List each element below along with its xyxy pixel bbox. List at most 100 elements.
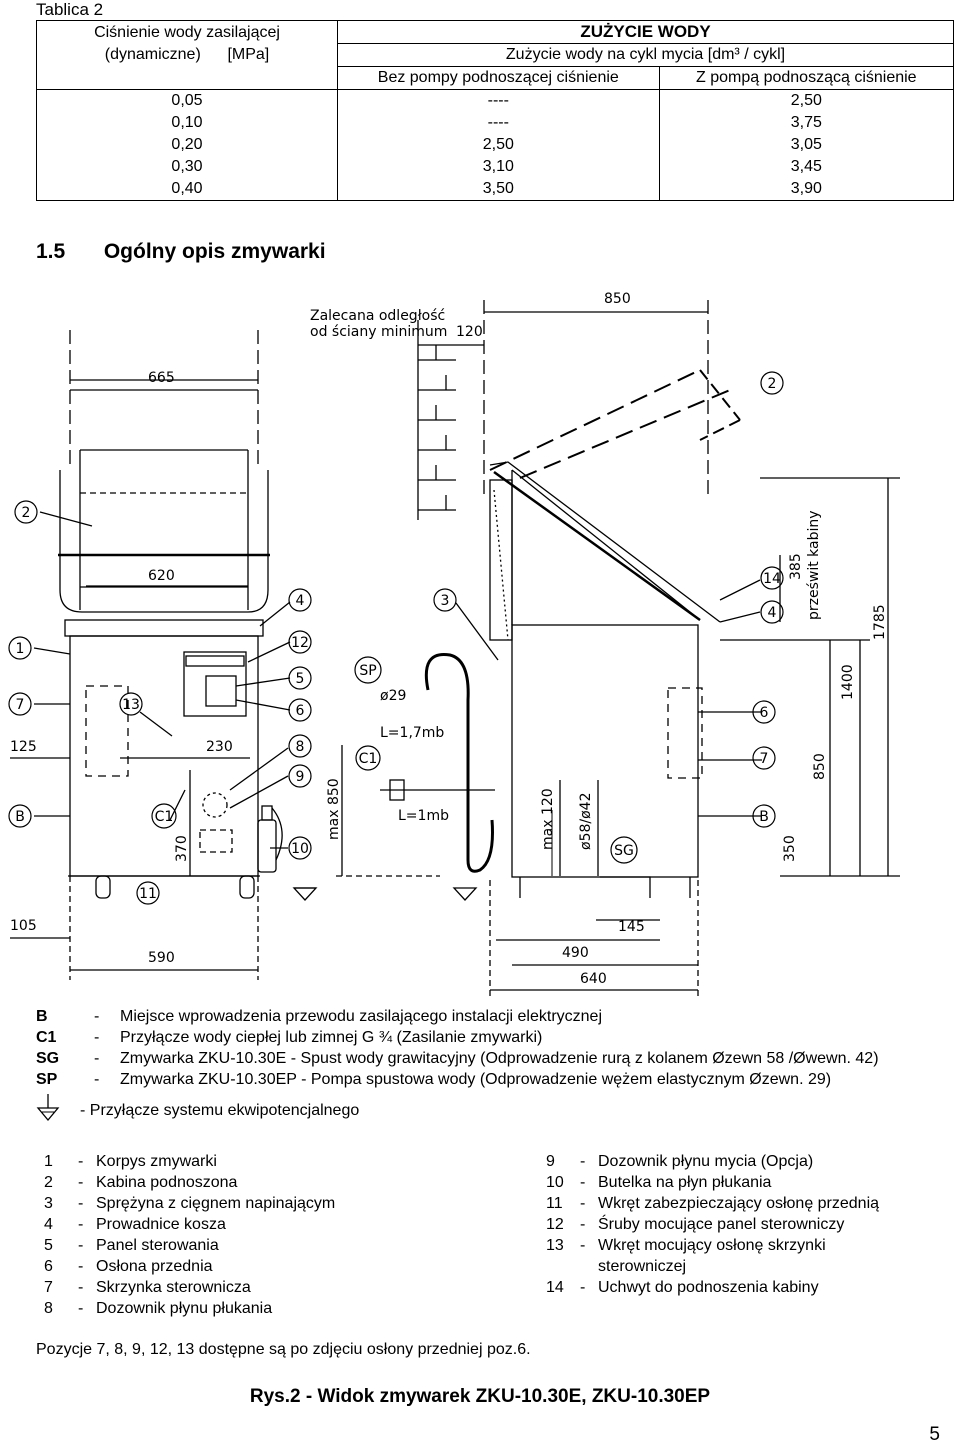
part-number: 10 (546, 1174, 564, 1191)
list-item: 5-Panel sterowania (44, 1235, 484, 1256)
wall-note-2: od ściany minimum (310, 324, 447, 340)
part-number: 2 (44, 1174, 53, 1191)
dim-105: 105 (10, 918, 37, 934)
row-pump: 3,75 (658, 112, 955, 134)
row-no-pump: ---- (337, 112, 660, 134)
callout-SP: SP (359, 663, 376, 679)
legend-text: Zmywarka ZKU-10.30EP - Pompa spustowa wo… (120, 1071, 832, 1088)
legend-text: Przyłącze wody ciepłej lub zimnej G ¾ (Z… (120, 1029, 543, 1046)
table-title: ZUŻYCIE WODY (337, 20, 954, 44)
dishwasher-drawing: 2 1 7 B 13 C1 11 4 12 5 6 8 9 10 3 SP C1… (8, 291, 900, 1000)
part-dash: - (78, 1216, 84, 1233)
part-dash: - (580, 1153, 586, 1170)
figure-caption: Rys.2 - Widok zmywarek ZKU-10.30E, ZKU-1… (249, 1386, 711, 1407)
connection-legend: B-Miejsce wprowadzenia przewodu zasilają… (36, 1006, 956, 1122)
legend-code: C1 (36, 1029, 57, 1046)
part-dash: - (78, 1237, 84, 1254)
row-pump: 3,05 (658, 134, 955, 156)
list-item: 11-Wkręt zabezpieczający osłonę przednią (546, 1193, 946, 1214)
dim-l17: L=1,7mb (380, 725, 444, 741)
legend-text: Zmywarka ZKU-10.30E - Spust wody grawita… (120, 1050, 879, 1067)
part-number: 5 (44, 1237, 53, 1254)
callout-4-left: 4 (296, 593, 305, 609)
part-text: Sprężyna z cięgnem napinającym (96, 1195, 336, 1212)
equipotential-icon (36, 1094, 60, 1122)
legend-dash: - (94, 1029, 100, 1046)
list-item: 13-Wkręt mocujący osłonę skrzynki (546, 1235, 946, 1256)
list-item: 9-Dozownik płynu mycia (Opcja) (546, 1151, 946, 1172)
dim-350: 350 (782, 835, 798, 862)
part-number: 13 (546, 1237, 564, 1254)
pressure-header-spacer (36, 66, 338, 90)
part-dash: - (78, 1258, 84, 1275)
part-text: Wkręt mocujący osłonę skrzynki (598, 1237, 826, 1254)
dim-120: 120 (456, 324, 483, 340)
section-heading: 1.5 Ogólny opis zmywarki (36, 240, 326, 264)
dim-640: 640 (580, 971, 607, 987)
dim-370: 370 (174, 835, 190, 862)
parts-list-right: 9-Dozownik płynu mycia (Opcja) 10-Butelk… (546, 1151, 946, 1298)
callout-1: 1 (16, 641, 25, 657)
callout-12: 12 (291, 635, 309, 651)
part-number: 4 (44, 1216, 53, 1233)
dim-230: 230 (206, 739, 233, 755)
legend-row: C1 - Przyłącze wody ciepłej lub zimnej G ¾… (36, 1027, 956, 1048)
dim-clearance: prześwit kabiny (806, 510, 822, 620)
part-dash: - (78, 1279, 84, 1296)
legend-row: SG-Zmywarka ZKU-10.30E - Spust wody graw… (36, 1048, 956, 1069)
part-text: Uchwyt do podnoszenia kabiny (598, 1279, 819, 1296)
row-no-pump: 3,10 (337, 156, 660, 178)
callout-2-left: 2 (22, 505, 31, 521)
legend-code: SP (36, 1071, 58, 1088)
positions-note: Pozycje 7, 8, 9, 12, 13 dostępne są po z… (36, 1341, 531, 1358)
dim-490: 490 (562, 945, 589, 961)
list-item: 1 -Korpys zmywarki (44, 1151, 484, 1172)
list-item: 12-Śruby mocujące panel sterowniczy (546, 1214, 946, 1235)
legend-code: SG (36, 1050, 60, 1067)
row-pressure: 0,20 (36, 134, 338, 156)
part-number: 11 (546, 1195, 563, 1212)
list-item: 7-Skrzynka sterownicza (44, 1277, 484, 1298)
row-pump: 3,90 (658, 178, 955, 201)
callout-3: 3 (441, 593, 450, 609)
part-text: Kabina podnoszona (96, 1174, 238, 1191)
legend-code: B (36, 1008, 48, 1025)
part-text: Osłona przednia (96, 1258, 213, 1275)
callout-11: 11 (139, 886, 157, 902)
callout-14: 14 (763, 571, 781, 587)
callout-4-right: 4 (768, 605, 777, 621)
callout-B-right: B (759, 809, 769, 825)
part-number: 8 (44, 1300, 53, 1317)
pressure-header-2: (dynamiczne) [MPa] (36, 43, 338, 67)
part-text: Wkręt zabezpieczający osłonę przednią (598, 1195, 880, 1212)
callout-2-right: 2 (768, 376, 777, 392)
dim-125: 125 (10, 739, 37, 755)
callout-10: 10 (291, 841, 309, 857)
section-title: Ogólny opis zmywarki (103, 240, 326, 263)
dim-max120: max 120 (540, 788, 556, 850)
callout-9: 9 (296, 769, 305, 785)
part-text: Korpys zmywarki (96, 1153, 217, 1170)
callout-7-right: 7 (760, 751, 769, 767)
callout-6-right: 6 (760, 705, 769, 721)
callout-SG: SG (614, 843, 634, 859)
part-dash: - (78, 1153, 84, 1170)
water-consumption-table: Ciśnienie wody zasilającej ZUŻYCIE WODY … (36, 20, 955, 201)
section-number: 1.5 (36, 240, 66, 263)
dim-590: 590 (148, 950, 175, 966)
list-item: 10-Butelka na płyn płukania (546, 1172, 946, 1193)
row-no-pump: ---- (337, 89, 660, 112)
dim-1785: 1785 (872, 604, 888, 640)
list-item: 2-Kabina podnoszona (44, 1172, 484, 1193)
legend-row: - Przyłącze systemu ekwipotencjalnego (36, 1094, 956, 1124)
part-number: 1 (44, 1153, 53, 1170)
legend-row: B-Miejsce wprowadzenia przewodu zasilają… (36, 1006, 956, 1027)
part-text: Prowadnice kosza (96, 1216, 226, 1233)
part-dash: - (580, 1195, 586, 1212)
part-text: Śruby mocujące panel sterowniczy (598, 1216, 845, 1233)
part-number: 3 (44, 1195, 53, 1212)
callout-C1-left: C1 (155, 809, 174, 825)
dim-850-top: 850 (604, 291, 631, 307)
callout-C1-right: C1 (359, 751, 378, 767)
part-text: sterowniczej (598, 1258, 687, 1275)
